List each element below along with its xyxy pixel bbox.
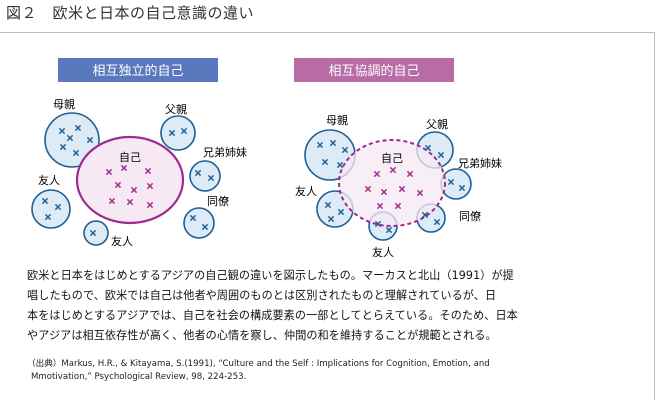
interdependent-mother-label: 母親 xyxy=(326,114,348,127)
other-cross-mark xyxy=(337,208,345,216)
independent-colleague-circle xyxy=(183,207,215,239)
other-cross-mark xyxy=(329,139,337,147)
other-cross-mark xyxy=(180,127,188,135)
interdependent-heading-box xyxy=(294,58,454,82)
self-cross-mark xyxy=(146,201,154,209)
other-cross-mark xyxy=(336,161,344,169)
independent-father-label: 父親 xyxy=(165,103,187,116)
independent-friend-bottom-label: 友人 xyxy=(111,234,133,248)
source-citation: （出典）Markus, H.R., & Kitayama, S.(1991), … xyxy=(27,358,637,384)
other-cross-mark xyxy=(321,158,329,166)
self-cross-mark xyxy=(406,170,414,178)
independent-mother-label: 母親 xyxy=(53,98,75,111)
other-cross-mark xyxy=(54,203,62,211)
self-cross-mark xyxy=(394,202,402,210)
independent-friend-bottom-circle xyxy=(83,220,109,246)
self-cross-mark xyxy=(146,182,154,190)
other-cross-mark xyxy=(41,197,49,205)
self-cross-mark xyxy=(130,186,138,194)
independent-colleague-label: 同僚 xyxy=(207,195,229,208)
self-cross-mark xyxy=(416,189,424,197)
self-cross-mark xyxy=(126,198,134,206)
interdependent-self-ellipse xyxy=(338,139,446,227)
other-cross-mark xyxy=(168,129,176,137)
independent-siblings-group: 兄弟姉妹 xyxy=(189,145,247,192)
other-cross-mark xyxy=(201,223,209,231)
other-cross-mark xyxy=(58,127,66,135)
caption-line: 本をはじめとするアジアでは、自己を社会の構成要素の一部としてとらえている。そのた… xyxy=(27,309,518,322)
independent-friend-left-label: 友人 xyxy=(38,173,60,187)
interdependent-father-label: 父親 xyxy=(426,118,448,131)
other-cross-mark xyxy=(327,215,335,223)
interdependent-friend-bottom-label: 友人 xyxy=(372,245,394,259)
other-cross-mark xyxy=(194,169,202,177)
independent-friend-bottom-group: 友人 xyxy=(83,220,133,248)
other-cross-mark xyxy=(86,136,94,144)
other-cross-mark xyxy=(316,141,324,149)
other-cross-mark xyxy=(324,201,332,209)
source-line-1: （出典）Markus, H.R., & Kitayama, S.(1991), … xyxy=(27,359,490,369)
source-line-2: Mmotivation,” Psychological Review, 98, … xyxy=(31,372,247,382)
other-cross-mark xyxy=(433,218,441,226)
other-cross-mark xyxy=(424,144,432,152)
caption-line: 唱したもので、欧米では自己は他者や周囲のものとは区別されたものと理解されているが… xyxy=(27,289,497,302)
other-cross-mark xyxy=(437,151,445,159)
caption-line: やアジアは相互依存性が高く、他者の心情を察し、仲間の和を維持することが規範とされ… xyxy=(27,329,497,342)
self-cross-mark xyxy=(144,167,152,175)
other-cross-mark xyxy=(189,214,197,222)
other-cross-mark xyxy=(421,211,429,219)
self-construal-diagram: 相互独立的自己 母親 父親 兄弟姉妹 友人 友人 同僚 自己 相互協調的自己 母… xyxy=(31,58,502,259)
independent-self-label: 自己 xyxy=(119,151,141,164)
independent-siblings-label: 兄弟姉妹 xyxy=(203,145,247,159)
self-cross-mark xyxy=(373,170,381,178)
self-cross-mark xyxy=(120,164,128,172)
self-cross-mark xyxy=(108,197,116,205)
independent-siblings-circle xyxy=(189,160,221,192)
independent-father-circle xyxy=(160,115,196,151)
independent-self-group: 自己 xyxy=(75,135,185,225)
other-cross-mark xyxy=(207,174,215,182)
figure-frame xyxy=(0,32,655,400)
other-cross-mark xyxy=(72,149,80,157)
independent-father-group: 父親 xyxy=(160,103,196,151)
self-cross-mark xyxy=(105,168,113,176)
interdependent-heading: 相互協調的自己 xyxy=(328,63,419,79)
other-cross-mark xyxy=(385,226,393,234)
interdependent-siblings-label: 兄弟姉妹 xyxy=(458,156,502,170)
independent-self-ellipse xyxy=(75,135,185,225)
other-cross-mark xyxy=(89,229,97,237)
caption-line: 欧米と日本をはじめとするアジアの自己観の違いを図示したもの。マーカスと北山（19… xyxy=(27,269,514,282)
self-cross-mark xyxy=(389,166,397,174)
self-cross-mark xyxy=(398,185,406,193)
independent-heading: 相互独立的自己 xyxy=(92,63,183,79)
interdependent-self-group: 自己 xyxy=(338,139,446,227)
interdependent-colleague-label: 同僚 xyxy=(459,210,481,223)
other-cross-mark xyxy=(59,143,67,151)
other-cross-mark xyxy=(66,134,74,142)
caption: 欧米と日本をはじめとするアジアの自己観の違いを図示したもの。マーカスと北山（19… xyxy=(27,266,637,346)
self-cross-mark xyxy=(380,188,388,196)
other-cross-mark xyxy=(458,184,466,192)
other-cross-mark xyxy=(374,220,382,228)
independent-friend-left-circle xyxy=(31,189,71,229)
self-cross-mark xyxy=(114,181,122,189)
independent-friend-left-group: 友人 xyxy=(31,173,71,229)
other-cross-mark xyxy=(44,213,52,221)
independent-heading-box xyxy=(58,58,218,82)
other-cross-mark xyxy=(74,124,82,132)
interdependent-siblings-group: 兄弟姉妹 xyxy=(440,156,502,200)
cross-marks xyxy=(41,124,466,237)
self-cross-mark xyxy=(376,202,384,210)
other-cross-mark xyxy=(341,146,349,154)
interdependent-friend-left-label: 友人 xyxy=(295,184,317,198)
other-cross-mark xyxy=(447,178,455,186)
self-cross-mark xyxy=(364,185,372,193)
figure-title: 図２ 欧米と日本の自己意識の違い xyxy=(6,4,255,22)
interdependent-self-label: 自己 xyxy=(381,152,403,165)
